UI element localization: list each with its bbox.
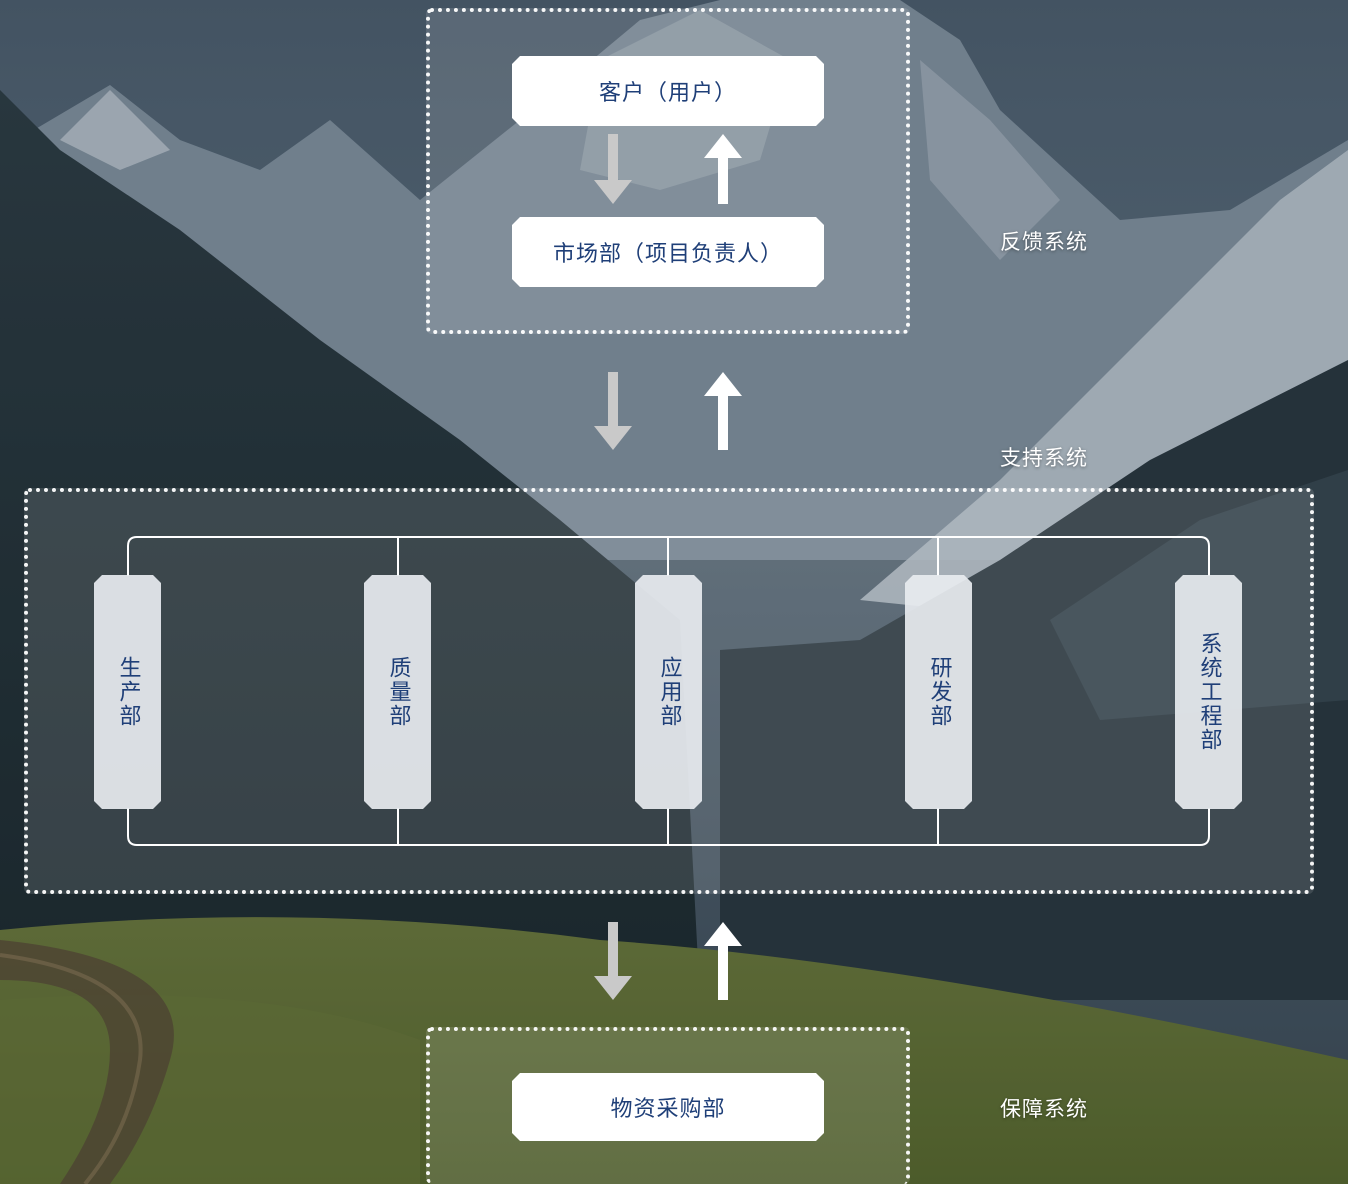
up-arrow-icon	[704, 134, 742, 204]
department-box-application: 应用部	[635, 575, 702, 809]
department-box-quality: 质量部	[364, 575, 431, 809]
department-label: 生产部	[115, 656, 141, 728]
feedback-system-label: 反馈系统	[1000, 230, 1088, 254]
department-label: 质量部	[385, 656, 411, 728]
guarantee-system-label: 保障系统	[1000, 1097, 1088, 1121]
procurement-box: 物资采购部	[512, 1073, 824, 1141]
department-box-research: 研发部	[905, 575, 972, 809]
department-label: 应用部	[656, 656, 682, 728]
department-label: 系统工程部	[1196, 632, 1222, 752]
customer-label: 客户（用户）	[598, 81, 737, 106]
market-department-box: 市场部（项目负责人）	[512, 217, 824, 287]
department-box-systems-engineering: 系统工程部	[1175, 575, 1242, 809]
up-arrow-icon	[704, 922, 742, 1000]
down-arrow-icon	[594, 922, 632, 1000]
up-arrow-icon	[704, 372, 742, 450]
department-label: 研发部	[926, 656, 952, 728]
customer-box: 客户（用户）	[512, 56, 824, 126]
down-arrow-icon	[594, 134, 632, 204]
down-arrow-icon	[594, 372, 632, 450]
procurement-label: 物资采购部	[610, 1097, 726, 1122]
department-box-production: 生产部	[94, 575, 161, 809]
support-system-label: 支持系统	[1000, 446, 1088, 470]
market-department-label: 市场部（项目负责人）	[552, 242, 783, 267]
